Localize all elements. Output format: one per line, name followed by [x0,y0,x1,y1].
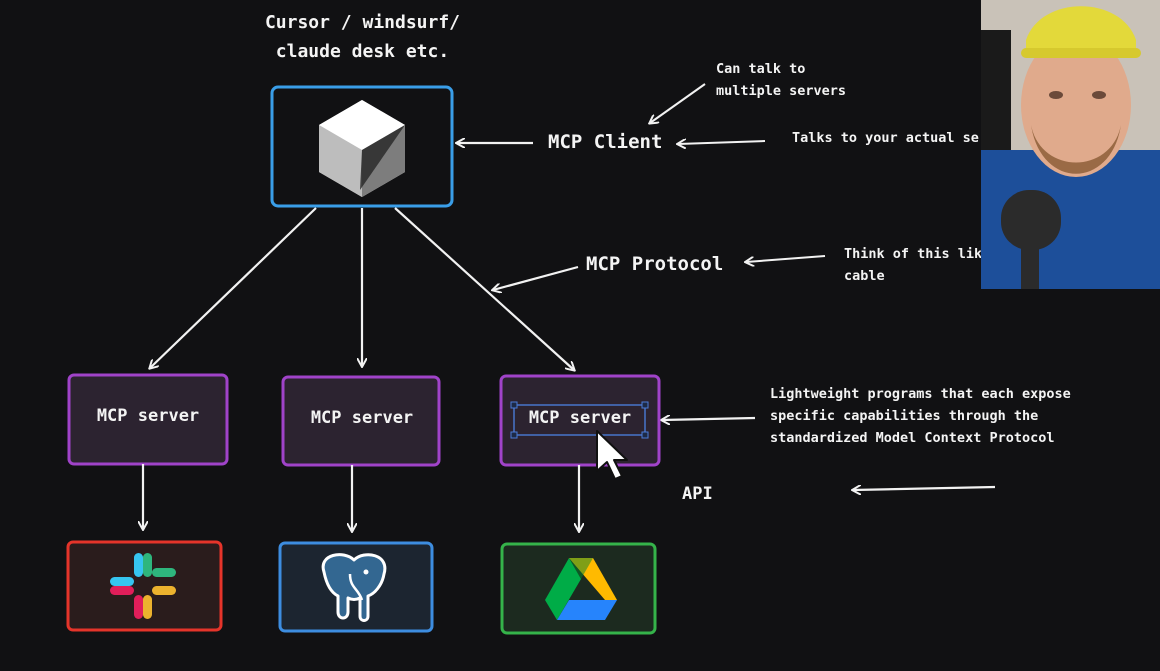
multiple-servers-note-line-2: multiple servers [716,83,847,99]
arrow-multiple-servers-note [650,83,706,123]
mcp-protocol-label: MCP Protocol [586,253,724,275]
server-note-line-1: Lightweight programs that each expose [770,386,1071,402]
postgresql-icon [321,553,387,622]
mcp-server-label-2: MCP server [310,408,414,428]
client-apps-title: Cursor / windsurf/ claude desk etc. [264,12,461,62]
arrow-cable-note [746,255,826,262]
text-selection-handles[interactable] [510,401,649,439]
talks-to-servers-note: Talks to your actual se [792,130,979,146]
mcp-server-label-3[interactable]: MCP server [528,408,632,428]
mcp-server-box-1 [67,373,229,466]
server-note-line-3: standardized Model Context Protocol [770,430,1055,446]
multiple-servers-note-line-1: Can talk to [716,61,806,77]
arrow-talks-note [678,141,766,144]
server-note-line-2: specific capabilities through the [770,408,1039,424]
api-label: API [682,484,713,504]
arrow-mcp-protocol-label [493,265,579,290]
webcam-overlay [981,0,1160,289]
drive-box [500,542,657,635]
slack-box [66,540,223,632]
google-drive-icon [545,558,617,620]
cable-note-line-2: cable [844,268,885,284]
arrow-client-to-server-3 [394,207,574,370]
mcp-server-label-1: MCP server [96,406,200,426]
arrow-client-to-server-1 [150,207,317,368]
mouse-pointer-icon [596,430,628,480]
presenter-video [981,0,1160,289]
cursor-logo-icon [319,100,405,197]
mcp-server-box-2 [281,375,441,467]
mcp-client-label: MCP Client [548,131,663,153]
cable-note-line-1: Think of this lik [844,246,983,262]
slack-icon [110,553,176,619]
arrow-server-note [662,418,756,420]
arrow-api-note [853,487,996,490]
